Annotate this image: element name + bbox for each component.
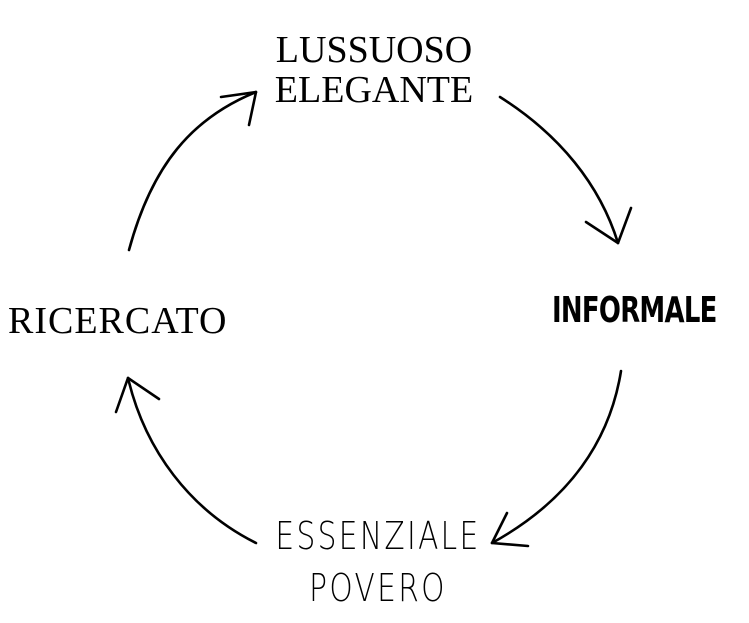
node-essenziale-povero: ESSENZIALE POVERO [275,510,480,614]
node-top-line2: ELEGANTE [274,69,474,111]
node-informale: INFORMALE [552,290,717,331]
arrow-left-to-top-head [219,90,258,127]
node-ricercato: RICERCATO [8,300,228,342]
arrow-bottom-to-left [114,376,258,545]
arrow-left-to-top-shaft [127,90,258,252]
arrow-bottom-to-left-shaft [126,376,258,545]
arrow-right-to-bottom-shaft [490,369,623,545]
node-bottom-line1: ESSENZIALE [275,514,481,558]
arrow-bottom-to-left-head [114,376,161,414]
arrow-left-to-top [127,90,258,252]
arrow-top-to-right-shaft [498,95,620,245]
arrow-right-to-bottom [490,369,623,548]
node-top-line1: LUSSUOSO [275,29,473,71]
arrow-right-to-bottom-head [490,511,530,548]
arrow-top-to-right-head [584,206,633,245]
node-lussuoso-elegante: LUSSUOSO ELEGANTE [275,30,473,110]
arrow-top-to-right [498,95,633,245]
node-bottom-line2: POVERO [309,566,447,610]
